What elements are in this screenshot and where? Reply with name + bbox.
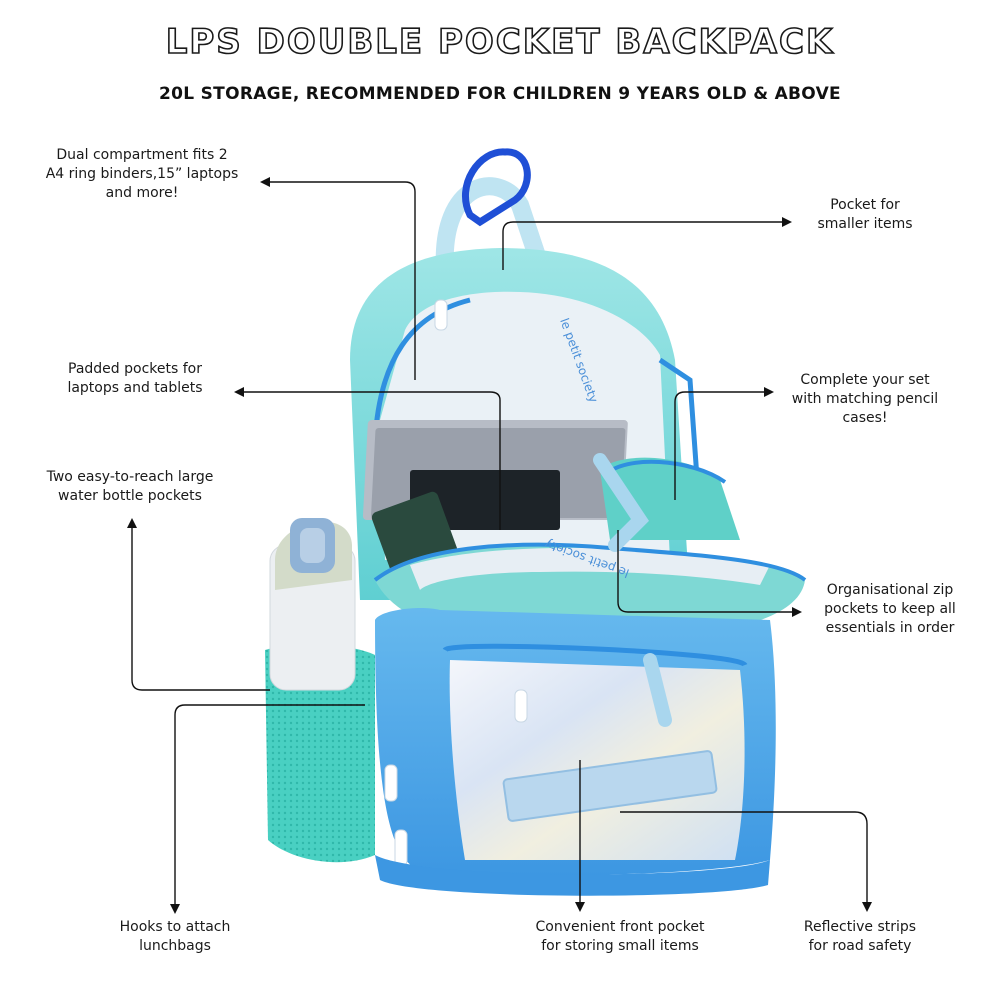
line-zip-pockets <box>617 530 802 617</box>
callout-smaller-pocket: Pocket for smaller items <box>817 197 913 232</box>
line-reflective <box>620 811 872 912</box>
tablet <box>410 470 560 530</box>
line-smaller-pocket <box>502 217 792 270</box>
callout-pencil-cases: Complete your set with matching pencil c… <box>791 372 939 426</box>
callout-dual-compartment: Dual compartment fits 2 A4 ring binders,… <box>45 147 239 201</box>
callout-zip-pockets: Organisational zip pockets to keep all e… <box>824 582 956 636</box>
carabiner-clip <box>462 148 531 227</box>
inner-strap <box>593 453 650 552</box>
zipper-pull-top <box>434 299 448 331</box>
callout-hooks: Hooks to attach lunchbags <box>119 919 231 954</box>
line-dual-compartment <box>260 177 416 380</box>
callout-bottle-pockets: Two easy-to-reach large water bottle poc… <box>46 469 214 504</box>
line-bottle-pockets <box>127 518 270 691</box>
line-padded-pockets <box>234 387 501 530</box>
line-pencil-cases <box>674 387 774 500</box>
product-title: LPS DOUBLE POCKET BACKPACK <box>165 21 835 63</box>
callout-reflective: Reflective strips for road safety <box>803 919 917 954</box>
product-subtitle: 20L STORAGE, RECOMMENDED FOR CHILDREN 9 … <box>159 84 841 104</box>
reflective-strip <box>502 750 718 822</box>
side-bottle-pocket <box>265 644 375 863</box>
callout-front-pocket: Convenient front pocket for storing smal… <box>535 919 705 954</box>
callout-padded-pockets: Padded pockets for laptops and tablets <box>67 361 203 396</box>
zipper-pull-front <box>514 689 528 723</box>
zipper-pull-side-1 <box>384 764 398 802</box>
line-hooks <box>170 704 365 914</box>
